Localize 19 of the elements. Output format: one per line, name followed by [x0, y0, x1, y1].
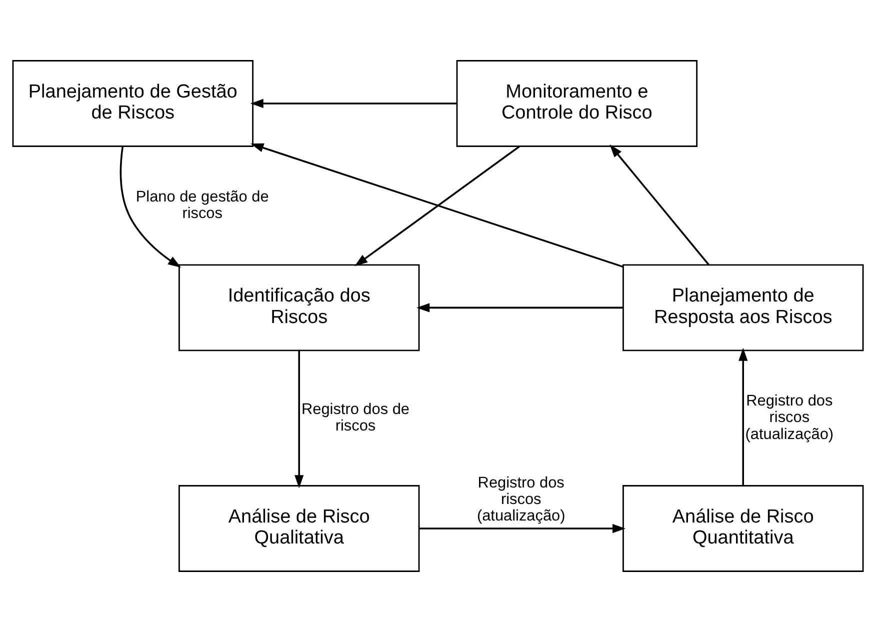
node-box: Planejamento de Resposta aos Riscos — [622, 264, 864, 351]
arrow — [250, 98, 457, 108]
node-box: Planejamento de Gestão de Riscos — [12, 60, 254, 146]
edge-label: Registro dos riscos (atualização) — [745, 392, 834, 442]
arrow — [120, 146, 182, 268]
arrow — [250, 142, 624, 268]
node-box: Análise de Risco Qualitativa — [178, 484, 420, 572]
node-box: Identificação dos Riscos — [178, 264, 420, 351]
arrow — [738, 347, 748, 485]
arrow — [354, 145, 520, 266]
node-box: Monitoramento e Controle do Risco — [456, 60, 698, 146]
arrow — [416, 302, 623, 312]
edge-label: Registro dos riscos (atualização) — [476, 474, 566, 524]
arrow — [419, 523, 626, 533]
node-box: Análise de Risco Quantitativa — [622, 484, 864, 572]
arrow — [294, 350, 304, 488]
arrow — [610, 144, 710, 265]
edge-label: Plano de gestão de riscos — [136, 188, 269, 222]
edge-label: Registro dos de riscos — [301, 400, 410, 434]
